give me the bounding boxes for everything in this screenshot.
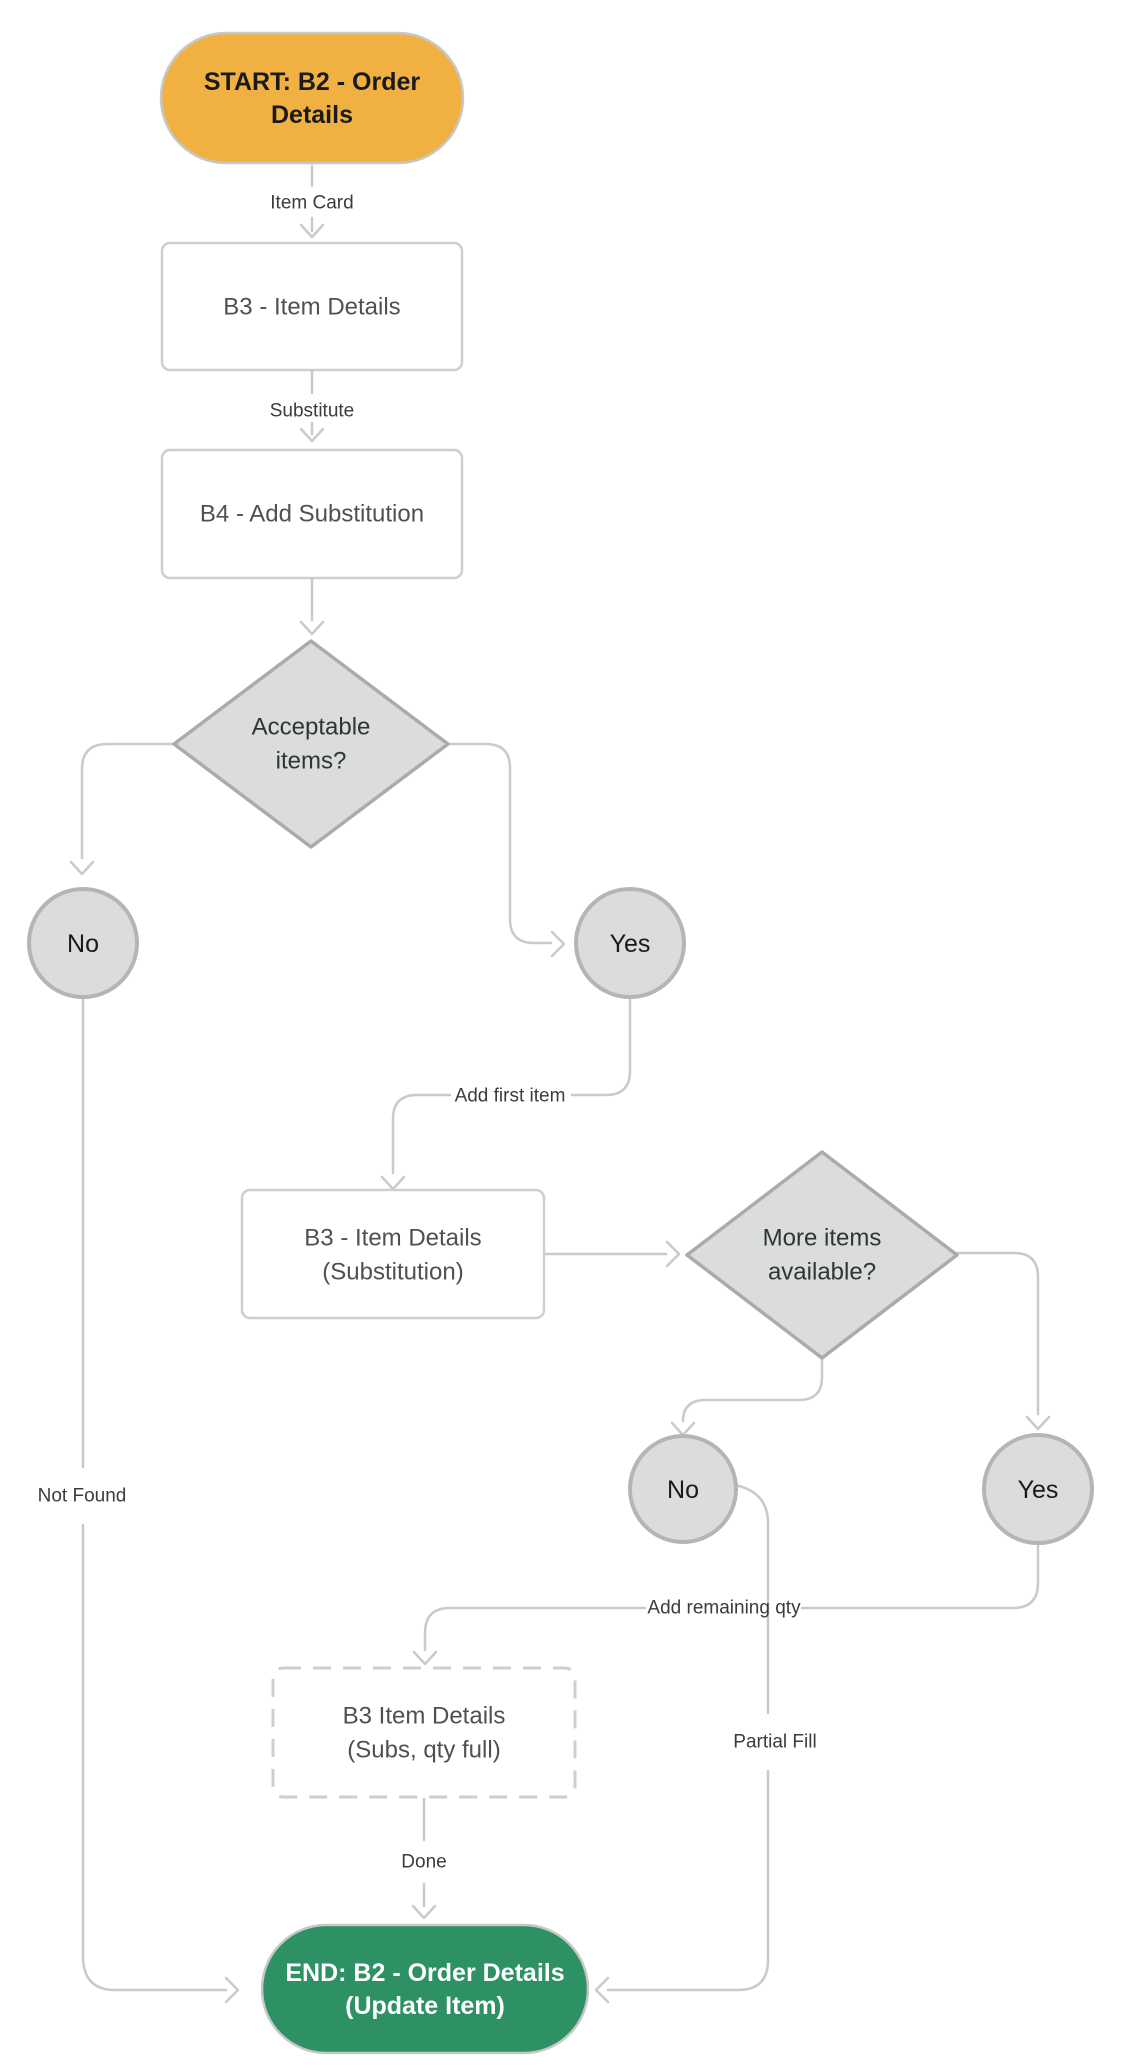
- decision1-label-line1: Acceptable: [252, 714, 371, 741]
- decision2-shape[interactable]: [685, 1150, 959, 1360]
- qtyfull-box-label-line1: B3 Item Details: [343, 1703, 506, 1730]
- edge-yes2-to-qtyfull: [412, 1541, 1040, 1666]
- node-end-pill[interactable]: END: B2 - Order Details (Update Item): [260, 1923, 590, 2055]
- node-b3-item-details-qty-full[interactable]: B3 Item Details (Subs, qty full): [271, 1666, 577, 1799]
- yes2-circle-shape[interactable]: [982, 1433, 1094, 1545]
- edge-b4-to-decision1: [299, 578, 325, 636]
- node-start-pill[interactable]: START: B2 - Order Details: [159, 31, 465, 165]
- end-pill-shape[interactable]: [260, 1923, 590, 2055]
- b3-box-label: B3 - Item Details: [223, 294, 400, 321]
- edge-label-not-found: Not Found: [38, 1486, 127, 1507]
- edge-b3sub-to-decision2: [544, 1240, 681, 1268]
- edge-decision1-to-no1: [69, 742, 176, 876]
- edge-label-add-remaining-qty: Add remaining qty: [647, 1598, 801, 1619]
- edge-label-partial-fill: Partial Fill: [733, 1732, 816, 1753]
- qtyfull-box-shape[interactable]: [271, 1666, 577, 1799]
- node-no-circle-2[interactable]: No: [628, 1434, 738, 1544]
- qtyfull-box-label-line2: (Subs, qty full): [347, 1737, 500, 1764]
- no1-circle-label: No: [67, 930, 99, 958]
- b4-box-label: B4 - Add Substitution: [200, 501, 424, 528]
- b3sub-box-shape[interactable]: [240, 1188, 546, 1320]
- node-b3-item-details-substitution[interactable]: B3 - Item Details (Substitution): [240, 1188, 546, 1320]
- no1-circle-shape[interactable]: [27, 887, 139, 999]
- edge-no2-to-end: [594, 1483, 770, 2004]
- b3-box-shape[interactable]: [160, 241, 464, 372]
- edge-qtyfull-to-end: [411, 1797, 437, 1920]
- b3sub-box-label-line2: (Substitution): [322, 1259, 463, 1286]
- node-decision-acceptable-items[interactable]: Acceptable items?: [172, 639, 450, 849]
- start-pill-label-line2: Details: [271, 101, 353, 129]
- node-b4-add-substitution[interactable]: B4 - Add Substitution: [160, 448, 464, 580]
- yes1-circle-label: Yes: [610, 930, 651, 958]
- edge-label-add-first-item: Add first item: [455, 1086, 566, 1107]
- edge-decision1-to-yes1: [446, 742, 566, 958]
- b4-box-shape[interactable]: [160, 448, 464, 580]
- node-no-circle-1[interactable]: No: [27, 887, 139, 999]
- node-decision-more-items[interactable]: More items available?: [685, 1150, 959, 1360]
- edge-start-to-b3: [299, 164, 325, 239]
- start-pill-label-line1: START: B2 - Order: [204, 68, 420, 96]
- decision1-shape[interactable]: [172, 639, 450, 849]
- b3sub-box-label-line1: B3 - Item Details: [304, 1225, 481, 1252]
- decision1-label-line2: items?: [276, 748, 347, 775]
- no2-circle-label: No: [667, 1476, 699, 1504]
- node-b3-item-details[interactable]: B3 - Item Details: [160, 241, 464, 372]
- edge-label-substitute: Substitute: [270, 401, 355, 422]
- edge-label-item-card: Item Card: [270, 193, 353, 214]
- no2-circle-shape[interactable]: [628, 1434, 738, 1544]
- start-pill-shape[interactable]: [159, 31, 465, 165]
- edge-decision2-to-yes2: [955, 1251, 1051, 1431]
- end-pill-label-line1: END: B2 - Order Details: [285, 1959, 564, 1987]
- node-yes-circle-1[interactable]: Yes: [574, 887, 686, 999]
- decision2-label-line1: More items: [763, 1225, 882, 1252]
- node-yes-circle-2[interactable]: Yes: [982, 1433, 1094, 1545]
- yes2-circle-label: Yes: [1018, 1476, 1059, 1504]
- edge-b3-to-b4: [299, 370, 325, 443]
- decision2-label-line2: available?: [768, 1259, 876, 1286]
- edge-decision2-to-no2: [670, 1357, 824, 1437]
- edge-no1-to-end: [81, 997, 240, 2004]
- edge-label-done: Done: [401, 1852, 446, 1873]
- yes1-circle-shape[interactable]: [574, 887, 686, 999]
- end-pill-label-line2: (Update Item): [345, 1992, 505, 2020]
